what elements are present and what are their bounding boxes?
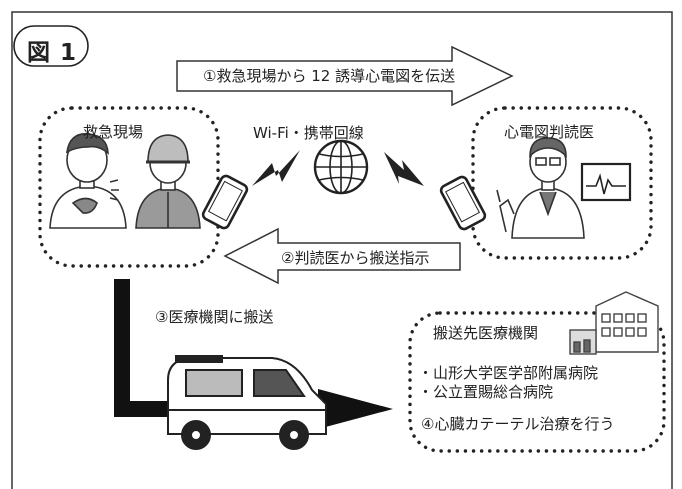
transport-arrowhead — [318, 389, 393, 429]
smartphone-right-icon — [439, 175, 487, 231]
transport-label: ③医療機関に搬送 — [155, 308, 274, 326]
network-label: Wi-Fi・携帯回線 — [253, 124, 364, 142]
doctor-icon — [496, 137, 585, 239]
figure-label-badge — [13, 25, 89, 67]
patient-icon — [49, 133, 127, 229]
figure-frame — [11, 11, 673, 489]
doctor-region — [471, 106, 653, 260]
globe-icon — [313, 139, 369, 195]
signal-left-icon — [252, 150, 300, 186]
hospital-list-item: ・山形大学医学部附属病院 — [418, 364, 599, 382]
ambulance-icon — [167, 355, 327, 450]
hospital-building-icon — [569, 291, 659, 355]
hospital-list-item: ・公立置賜総合病院 — [418, 383, 554, 401]
ecg-monitor-icon — [580, 162, 632, 202]
smartphone-left-icon — [201, 174, 249, 230]
transport-instruction-label: ②判読医から搬送指示 — [281, 249, 430, 267]
emergency-site-label: 救急現場 — [83, 123, 144, 141]
catheter-treatment-label: ④心臓カテーテル治療を行う — [421, 415, 615, 433]
paramedic-icon — [135, 134, 201, 229]
destination-hospital-title: 搬送先医療機関 — [433, 324, 539, 342]
arrow-transmit-ecg — [176, 45, 514, 107]
arrow-transport-instruction — [223, 227, 461, 285]
hospital-region — [408, 311, 666, 453]
figure-label: 図 1 — [27, 40, 78, 66]
ecg-reading-doctor-label: 心電図判読医 — [504, 123, 595, 141]
ecg-transmission-label: ①救急現場から 12 誘導心電図を伝送 — [203, 67, 456, 85]
signal-right-icon — [384, 152, 424, 186]
